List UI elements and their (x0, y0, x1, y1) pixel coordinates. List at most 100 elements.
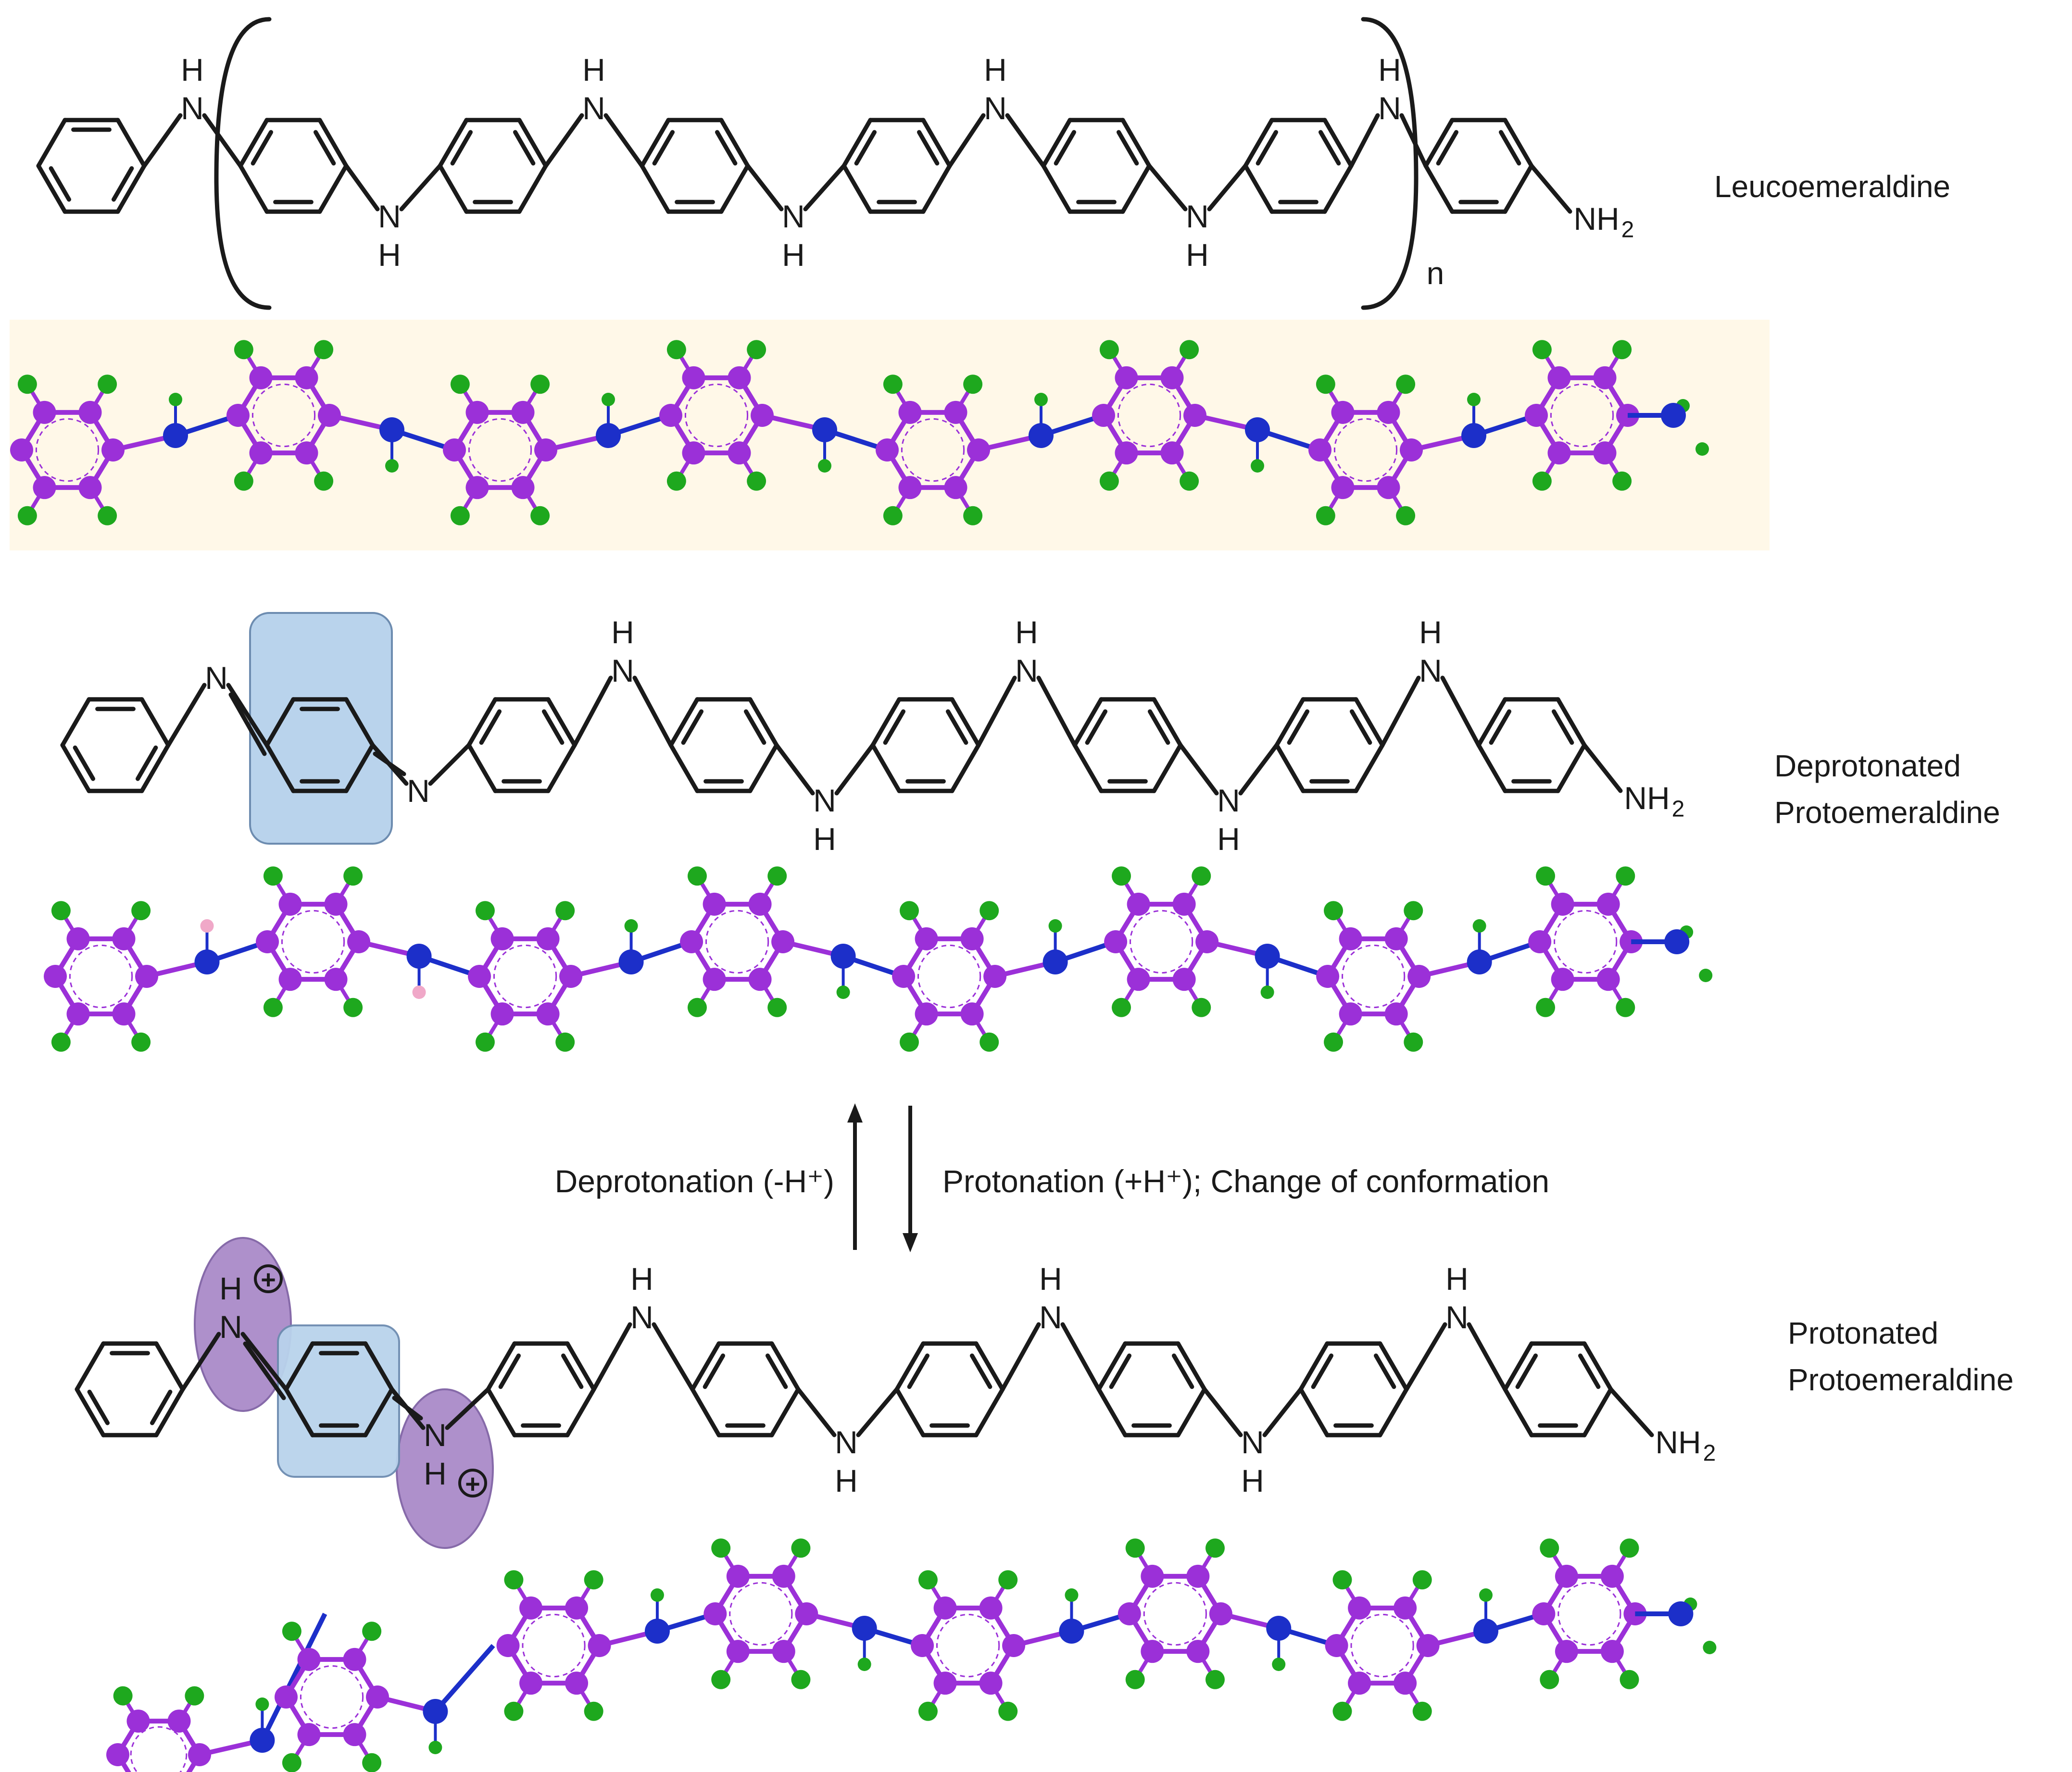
carbon-ball (728, 366, 751, 389)
hydrogen-ball (1540, 1670, 1559, 1689)
hydrogen-ball (1112, 866, 1131, 886)
aromatic-dashed-circle (1550, 383, 1614, 448)
hydrogen-ball (687, 866, 707, 886)
hydrogen-ball (791, 1538, 811, 1558)
ring-bond (769, 1387, 801, 1437)
n-c-bond (1262, 1387, 1303, 1437)
carbon-ball (536, 927, 560, 950)
benzene-ring (238, 118, 349, 214)
n-c-stick (260, 1612, 327, 1742)
nitrogen-ball (1029, 423, 1054, 448)
nitrogen-atom: N (1241, 1424, 1264, 1460)
ring-bond (870, 743, 902, 793)
ring-bond (1298, 1387, 1330, 1437)
carbon-ball (1160, 441, 1184, 465)
amine-hydrogen-ball (650, 1588, 664, 1602)
ring-bond (1503, 163, 1534, 214)
carbon-ball (1593, 366, 1617, 389)
ring-bond (668, 743, 700, 793)
ring-bond (36, 118, 67, 168)
amine-hydrogen-ball (1034, 393, 1048, 406)
nitrogen-ball (250, 1728, 275, 1753)
phenyl-ring (60, 697, 171, 793)
protonated-label-line2: Protoemeraldine (1788, 1362, 2014, 1397)
hydrogen-atom: H (582, 52, 605, 87)
carbon-ball (915, 1002, 938, 1026)
hydrogen-atom: H (813, 821, 836, 857)
ring-bond (1582, 1387, 1613, 1437)
hydrogen-ball (711, 1538, 731, 1558)
amine-hydrogen-ball (1703, 1641, 1717, 1654)
carbon-ball (249, 366, 273, 389)
quinoid-ring (264, 697, 375, 793)
carbon-ball (465, 476, 489, 499)
aromatic-dashed-circle (468, 418, 532, 482)
ring-bond (974, 1341, 1005, 1392)
nitrogen-atom: N (407, 773, 430, 809)
carbon-ball (226, 404, 250, 427)
benzene-ring (438, 118, 548, 214)
carbon-ball (496, 1634, 520, 1657)
aromatic-dashed-circle (1554, 910, 1618, 974)
ring-bond (640, 163, 671, 214)
hydrogen-ball (475, 901, 495, 921)
nitrogen-ball (1473, 1619, 1498, 1644)
amine-hydrogen-ball (857, 1658, 871, 1671)
ring-bond (1378, 1387, 1409, 1437)
ring-double-bond (1489, 709, 1512, 745)
nitrogen-atom: N (1378, 90, 1401, 126)
c-n-bond (344, 163, 380, 212)
carbon-ball (1104, 930, 1128, 953)
amine-hydrogen-ball (169, 393, 182, 406)
hydrogen-ball (1616, 998, 1635, 1017)
hydrogen-ball (1099, 340, 1119, 360)
hydrogen-ball (17, 374, 37, 394)
n-c-bond (856, 1387, 899, 1437)
n-c-bond (803, 163, 846, 212)
ring-bond (1041, 163, 1072, 214)
carbon-ball (1339, 1002, 1362, 1026)
nitrogen-atom: N (424, 1417, 447, 1453)
carbon-ball (1316, 965, 1340, 988)
hydrogen-ball (282, 1622, 301, 1641)
nitrogen-atom: N (1445, 1299, 1469, 1335)
carbon-ball (876, 438, 899, 462)
ring-double-bond (1551, 709, 1574, 745)
ring-double-bond (1116, 130, 1139, 166)
nitrogen-ball (812, 417, 837, 442)
n-c-stick (433, 1644, 495, 1713)
ring-bond (238, 163, 269, 214)
aromatic-dashed-circle (1143, 1582, 1207, 1646)
hydrogen-ball (1125, 1670, 1145, 1689)
aromatic-dashed-circle (281, 910, 345, 974)
hydrogen-ball (1536, 866, 1556, 886)
positive-charge-sign: + (261, 1265, 276, 1294)
ring-bond (1120, 163, 1152, 214)
c-n-bond (1349, 113, 1380, 168)
ring-bond (1503, 118, 1534, 168)
nitrogen-atom: N (1419, 653, 1442, 688)
carbon-ball (1528, 930, 1552, 953)
nitrogen-atom: N (1015, 653, 1038, 688)
carbon-ball (112, 1002, 136, 1026)
carbon-ball (443, 438, 466, 462)
hydrogen-ball (899, 1032, 919, 1052)
ring-bond (1298, 1341, 1330, 1392)
carbon-ball (1551, 892, 1574, 916)
carbon-ball (78, 400, 102, 424)
nitrogen-ball (1664, 929, 1690, 954)
hydrogen-ball (584, 1570, 603, 1590)
aromatic-dashed-circle (917, 944, 981, 1009)
ring-bond (1243, 118, 1274, 168)
carbon-ball (1115, 366, 1138, 389)
ring-double-bond (1578, 1353, 1601, 1389)
hydrogen-atom: H (984, 52, 1007, 87)
c-n-bond (947, 113, 986, 168)
ring-double-bond (1287, 709, 1310, 745)
ring-bond (921, 163, 952, 214)
ring-bond (894, 1341, 926, 1392)
ring-bond (894, 1387, 926, 1437)
aromatic-dashed-circle (493, 944, 557, 1009)
